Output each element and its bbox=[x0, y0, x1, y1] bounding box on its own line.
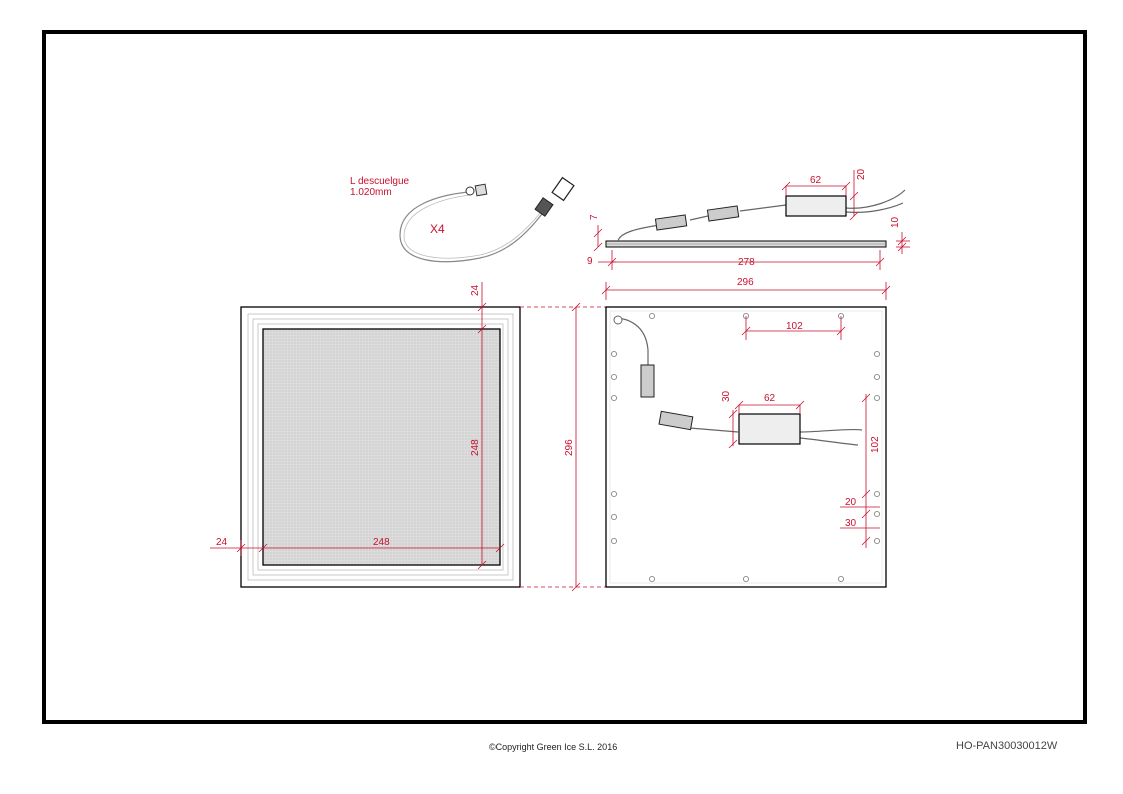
copyright-notice: ©Copyright Green Ice S.L. 2016 bbox=[489, 742, 618, 752]
side-cable-height: 7 bbox=[589, 214, 600, 220]
side-view-drawing: 62 20 10 7 9 278 296 bbox=[587, 168, 910, 300]
front-diffuser bbox=[262, 328, 501, 566]
back-hole-pitch-b: 30 bbox=[845, 518, 857, 529]
side-cable bbox=[617, 189, 906, 242]
back-dimension-lines bbox=[728, 316, 880, 548]
cable-length-value: 1.020mm bbox=[350, 187, 392, 198]
hanging-cable-drawing: L descuelgue 1.020mm X4 bbox=[350, 176, 575, 263]
front-frame-inset-3 bbox=[257, 323, 504, 571]
side-dimension-lines bbox=[593, 170, 910, 300]
back-connector-b bbox=[658, 410, 694, 431]
front-overall-height: 296 bbox=[564, 439, 575, 456]
document-reference: HO-PAN30030012W bbox=[956, 740, 1058, 752]
front-frame-inset-1 bbox=[247, 313, 514, 581]
front-view-drawing: 24 24 248 248 296 bbox=[210, 282, 606, 592]
back-panel-inner bbox=[609, 310, 883, 584]
sheet-border bbox=[42, 30, 1087, 724]
cable-gripper-icon bbox=[474, 183, 488, 197]
back-driver-box bbox=[738, 413, 801, 445]
back-hole-spacing-top: 102 bbox=[786, 321, 803, 332]
front-extension-lines bbox=[520, 306, 606, 588]
side-inner-length: 278 bbox=[738, 257, 755, 268]
back-mounting-holes bbox=[610, 312, 881, 583]
back-driver-height: 30 bbox=[721, 390, 732, 402]
cable-wire bbox=[399, 191, 546, 263]
front-inner-width: 248 bbox=[373, 537, 390, 548]
side-connector-a bbox=[654, 214, 688, 231]
back-cable bbox=[613, 317, 863, 446]
cable-ferrule-icon bbox=[465, 186, 475, 196]
front-frame-top: 24 bbox=[470, 284, 481, 296]
side-driver-length: 62 bbox=[810, 175, 822, 186]
back-panel bbox=[605, 306, 887, 588]
side-driver-box bbox=[785, 195, 847, 217]
cable-wire-shadow bbox=[403, 194, 542, 259]
back-connector-a bbox=[640, 364, 655, 398]
back-hole-pitch-a: 20 bbox=[845, 497, 857, 508]
front-inner-height: 248 bbox=[470, 439, 481, 456]
back-hole-spacing-side: 102 bbox=[870, 436, 881, 453]
side-overall-length: 296 bbox=[737, 277, 754, 288]
back-driver-length: 62 bbox=[764, 393, 776, 404]
cable-connector-icon bbox=[534, 197, 554, 217]
side-connector-b bbox=[706, 205, 740, 222]
cable-length-label: L descuelgue bbox=[350, 176, 410, 187]
side-driver-height: 20 bbox=[856, 168, 867, 180]
front-frame-inset-2 bbox=[252, 318, 509, 576]
front-frame-left: 24 bbox=[216, 537, 228, 548]
back-view-drawing: 102 62 30 102 20 30 bbox=[605, 306, 887, 588]
cable-hook-icon bbox=[551, 176, 575, 202]
side-panel-thickness: 10 bbox=[890, 216, 901, 228]
side-edge-offset: 9 bbox=[587, 256, 593, 267]
cable-quantity: X4 bbox=[430, 222, 445, 236]
back-cable-entry-icon bbox=[613, 315, 623, 325]
